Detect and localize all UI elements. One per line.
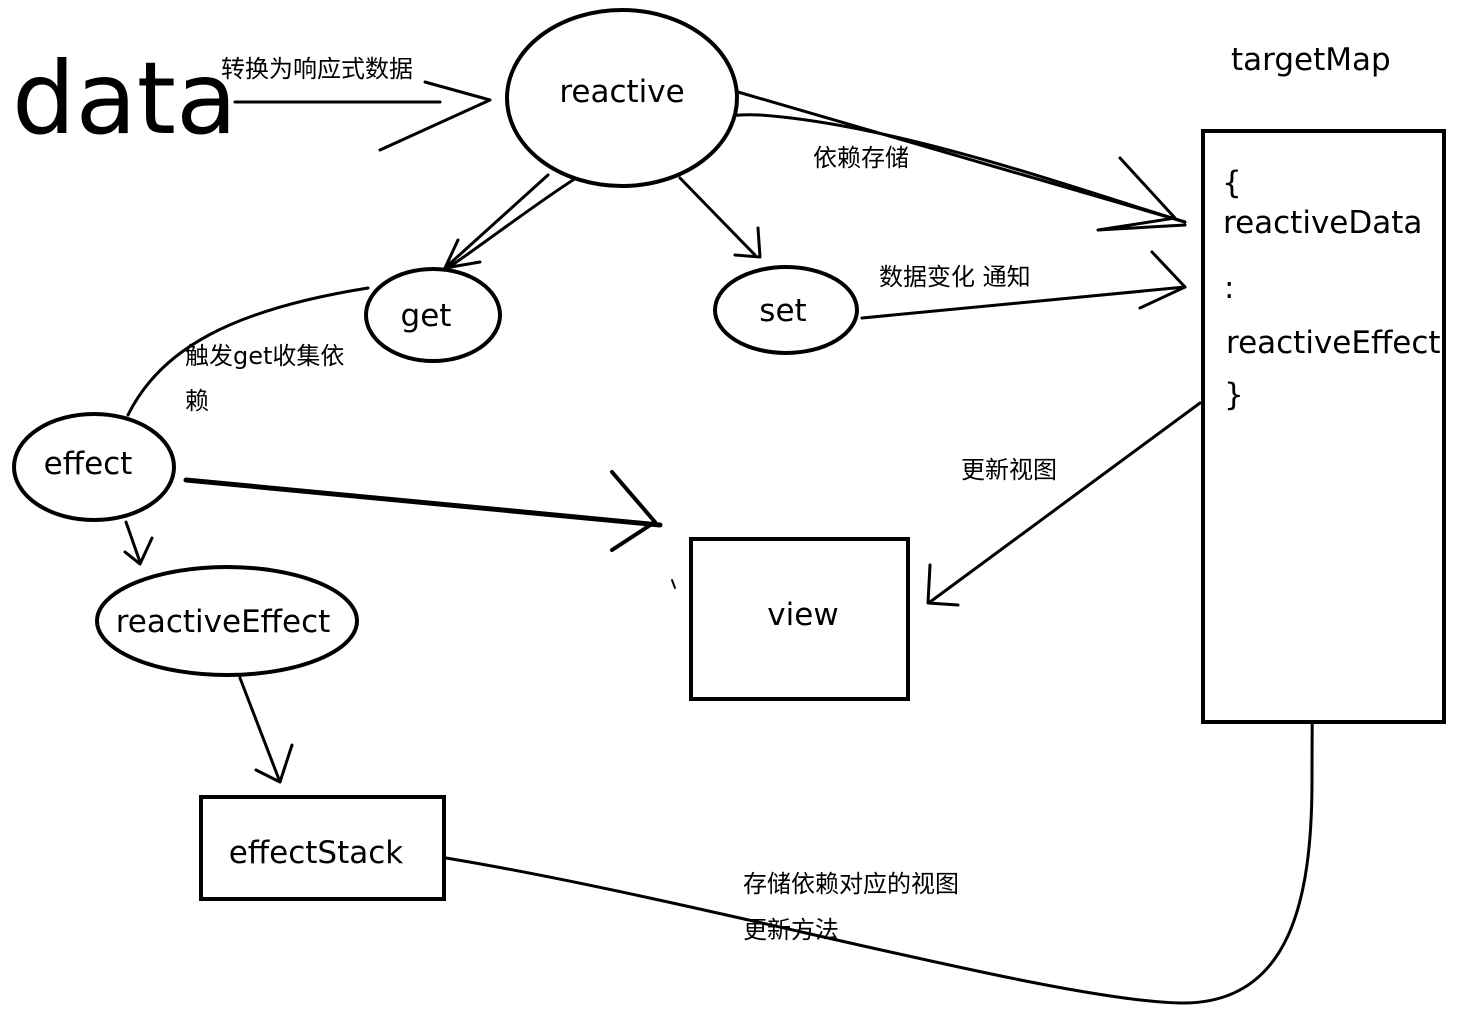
- curve-get-to-targetmap: [446, 113, 1187, 270]
- node-set: set: [713, 265, 859, 355]
- arrow-reactiveeffect-to-effectstack: [238, 676, 294, 784]
- node-effect-label: effect: [44, 446, 133, 482]
- targetmap-key: reactiveData: [1223, 205, 1422, 241]
- targetmap-open-brace: {: [1222, 165, 1242, 201]
- node-reactiveeffect-label: reactiveEffect: [116, 604, 331, 640]
- label-store-line1: 存储依赖对应的视图: [743, 870, 959, 898]
- node-get-label: get: [401, 298, 452, 334]
- label-data-change-notify: 数据变化 通知: [879, 263, 1031, 291]
- targetmap-title: targetMap: [1231, 42, 1391, 78]
- node-get: get: [364, 267, 502, 363]
- label-to-reactive: 转换为响应式数据: [221, 55, 413, 83]
- arrow-reactive-to-targetmap: [736, 90, 1187, 232]
- data-title: data: [12, 40, 237, 157]
- targetmap-value: reactiveEffect: [1226, 325, 1441, 361]
- node-view: view: [689, 537, 910, 701]
- arrow-effect-to-view: [183, 470, 663, 552]
- label-dependency-store: 依赖存储: [813, 144, 909, 172]
- node-effect: effect: [12, 412, 176, 522]
- node-reactive-label: reactive: [559, 74, 684, 110]
- arrow-effect-to-reactiveeffect: [123, 520, 154, 566]
- node-effectstack-label: effectStack: [229, 835, 404, 871]
- node-view-label: view: [767, 597, 838, 633]
- label-store-line2: 更新方法: [743, 916, 839, 944]
- targetmap-colon: :: [1224, 270, 1234, 306]
- curve-effect-to-get: [126, 286, 370, 417]
- node-targetmap: { reactiveData : reactiveEffect }: [1201, 129, 1446, 724]
- node-reactive: reactive: [505, 8, 739, 188]
- arrow-targetmap-to-view: [926, 401, 1202, 607]
- label-update-view: 更新视图: [961, 456, 1057, 484]
- arrow-reactive-to-get: [443, 173, 550, 270]
- label-trigger-get-line2: 赖: [185, 387, 209, 415]
- arrow-data-to-reactive: [233, 80, 492, 152]
- node-effectstack: effectStack: [199, 795, 446, 901]
- arrow-set-to-targetmap: [860, 250, 1187, 320]
- targetmap-close-brace: }: [1224, 377, 1244, 413]
- small-mark: [671, 579, 676, 589]
- arrow-reactive-to-set: [678, 176, 762, 259]
- node-set-label: set: [759, 293, 806, 329]
- label-trigger-get-line1: 触发get收集依: [185, 342, 344, 370]
- node-reactiveeffect: reactiveEffect: [95, 565, 359, 677]
